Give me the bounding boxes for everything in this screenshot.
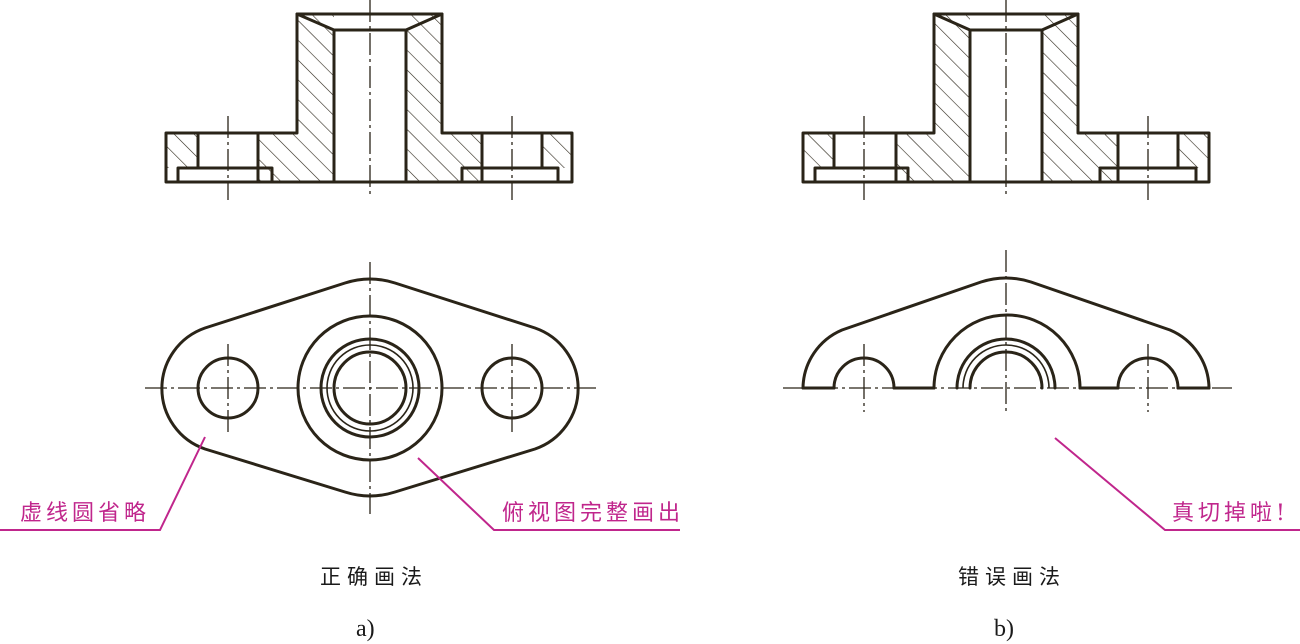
- hatch-region-a-right-boss: [406, 14, 482, 182]
- hatch-region-a-left-boss: [258, 14, 334, 182]
- leader-line-a-right: [417, 457, 680, 531]
- bore-outline-b: [932, 12, 1080, 184]
- figure-a: 虚线圆省略 俯视图完整画出 正确画法 a): [0, 0, 684, 642]
- recess-left-b: [813, 166, 910, 184]
- figure-b: 真切掉啦! 错误画法 b): [783, 0, 1300, 642]
- annotations-b: 真切掉啦!: [1054, 437, 1300, 531]
- boss-outer-half-b: [932, 313, 1082, 390]
- front-section-view-a: [164, 0, 574, 200]
- leader-line-a-left: [0, 436, 206, 531]
- hatch-region-b-right-flange: [1178, 133, 1209, 168]
- top-view-a: [145, 262, 598, 514]
- hatch-region-b-right-boss: [1042, 14, 1118, 182]
- hatch-region-b-left-boss: [896, 14, 970, 182]
- section-outline-b: [801, 12, 1211, 184]
- annotations-a: 虚线圆省略 俯视图完整画出: [0, 436, 684, 531]
- boss-inner-ring-half-b: [962, 344, 1050, 389]
- hole-lines-a: [196, 131, 544, 184]
- hatch-region-a-left-flange: [166, 133, 198, 168]
- caption-b: 错误画法: [958, 565, 1066, 589]
- hatch-region-b-left-flange: [803, 133, 834, 168]
- top-view-b: [783, 250, 1232, 415]
- hatch-region-a-right-flange: [542, 133, 572, 168]
- bore-circle-a: [332, 350, 408, 426]
- annotation-a-left: 虚线圆省略: [20, 501, 150, 526]
- bore-outline-a: [295, 12, 444, 184]
- hole-lines-b: [832, 131, 1180, 184]
- flange-outline-a: [160, 277, 580, 498]
- boss-mid-half-b: [955, 337, 1057, 390]
- leader-line-b: [1054, 437, 1300, 531]
- recess-left-a: [176, 166, 274, 184]
- label-b: b): [994, 616, 1014, 642]
- annotation-a-right: 俯视图完整画出: [502, 501, 684, 526]
- section-outline-a: [164, 12, 574, 184]
- label-a: a): [356, 616, 375, 642]
- recess-right-a: [460, 166, 560, 184]
- front-section-view-b: [801, 0, 1211, 200]
- annotation-b: 真切掉啦!: [1172, 501, 1289, 526]
- caption-a: 正确画法: [320, 565, 428, 589]
